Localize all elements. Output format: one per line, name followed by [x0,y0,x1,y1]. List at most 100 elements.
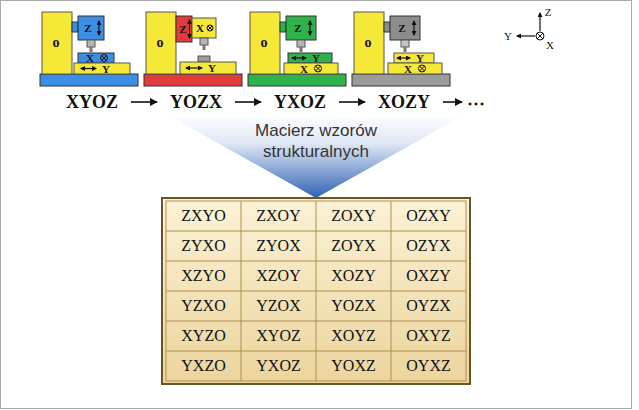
structure-formula: YXOZ [271,92,329,112]
machine-gray-part [420,66,425,71]
table-cell: YXZO [181,357,225,375]
axis-letter: Y [312,52,320,64]
axis-symbol-part [536,32,544,40]
machine-green-part [286,16,316,40]
machine-blue-part [42,12,72,74]
axis-letter: Z [398,22,405,34]
table-cell: YXOZ [256,357,300,375]
machine-blue-part [40,74,138,86]
column-letter: o [157,35,164,51]
machine-red-part [200,38,208,45]
table-cell: YOXZ [331,357,375,375]
table-cell: OXZY [406,267,450,285]
flow-arrow [339,101,365,103]
machine-red-part [198,56,210,62]
machine-blue-part [87,40,95,47]
machine-green-part [288,53,332,63]
continuation-arrow [443,101,462,103]
machine-green-part [248,74,346,86]
structure-formula: YOZX [167,92,225,112]
axis-letter: Y [504,30,512,42]
pattern-table [162,198,470,384]
table-cell: ZOXY [331,207,375,225]
table-cell: ZOYX [331,237,375,255]
machine-gray-part [352,74,450,86]
machine-red-part [192,18,216,38]
machine-blue-part [81,68,96,69]
funnel-fill [166,114,466,198]
continuation-mark: ⋯ [467,92,485,113]
machine-gray-part [390,16,420,40]
machine-gray-part [404,47,407,52]
axis-letter: Z [84,22,91,34]
table-cell: OZYX [406,237,450,255]
machine-green-part [300,47,303,52]
machine-gray-part [384,22,390,32]
machine-blue-part [102,56,107,61]
table-cell: YZXO [181,297,225,315]
machine-red-part [189,20,190,38]
machine-red-part [208,26,212,30]
machine-red [144,12,242,86]
axis-symbol-part [537,33,543,39]
machine-blue-part [72,22,78,32]
formula-label: YOZX [170,92,222,112]
machine-green-part [309,21,310,35]
axis-symbol [517,13,544,40]
table-cell: XOZY [331,267,375,285]
formula-label: XOZY [378,92,430,112]
table-cell: OXYZ [406,327,450,345]
machine-green [248,12,346,86]
machine-red-part [180,62,236,74]
column-letter: o [261,35,268,51]
table-cell: ZXYO [181,207,225,225]
axis-letter: Y [416,52,424,64]
machine-green-part [284,63,338,74]
machine-green-part [280,22,286,32]
table-cell: XZOY [256,267,300,285]
machine-gray-part [394,53,434,63]
machine-blue-part [90,47,93,52]
axis-letter: Z [179,23,186,35]
axis-letter: X [300,63,308,75]
machine-gray-part [388,63,442,74]
axis-letter: X [546,39,554,51]
machine-red-part [203,45,206,50]
axis-symbol-part [517,35,535,36]
pattern-table-part [166,201,466,381]
machine-red-part [146,12,176,74]
flow-arrow [131,101,157,103]
machine-red-part [144,74,242,86]
axis-letter: Z [545,6,552,18]
machine-red-part [186,67,202,68]
formula-label: YXOZ [274,92,326,112]
axis-letter: Z [294,22,301,34]
structure-formula: XYOZ [63,92,121,112]
machine-green-part [316,66,321,71]
table-cell: ZXOY [256,207,300,225]
machine-blue-part [101,55,108,62]
machine-green-part [292,57,306,58]
pattern-table-part [162,198,470,384]
machine-red-part [176,16,192,42]
table-cell: XYOZ [256,327,300,345]
machine-red-part [207,25,213,31]
formula-label: XYOZ [66,92,118,112]
machine-gray-part [397,57,410,58]
table-cell: XZYO [181,267,225,285]
machine-green-part [250,12,280,74]
machine-gray-part [419,65,426,72]
table-cell: XYZO [181,327,225,345]
structure-formula: XOZY [375,92,433,112]
table-cell: YOZX [331,297,375,315]
axis-letter: Y [208,62,216,74]
machine-blue-part [78,53,114,63]
table-cell: OYZX [406,297,450,315]
axis-letter: X [404,63,412,75]
column-letter: o [365,35,372,51]
table-cell: OYXZ [406,357,450,375]
machine-gray-part [413,21,414,35]
machine-gray-part [401,40,409,47]
machine-blue-part [98,21,99,35]
